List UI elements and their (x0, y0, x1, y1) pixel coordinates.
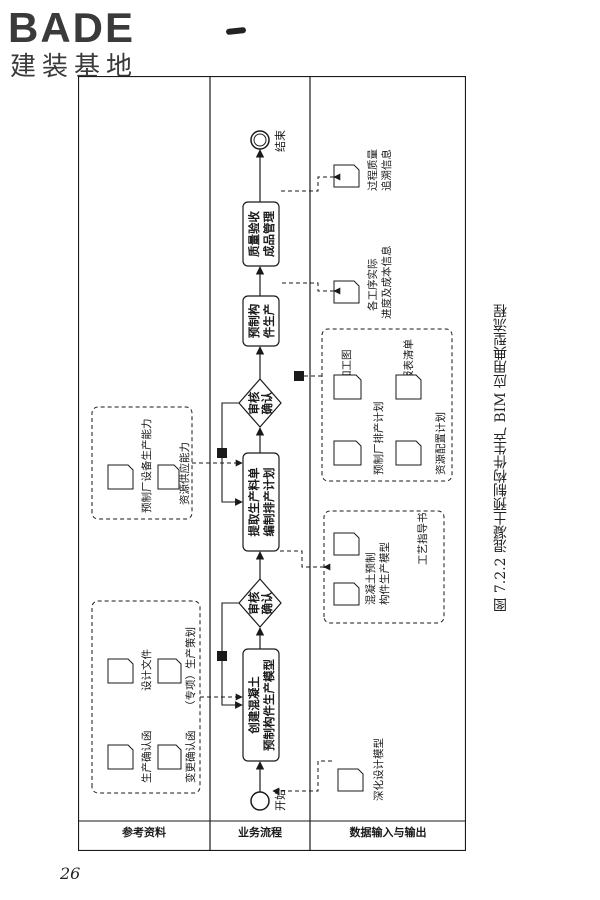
node-produce (242, 295, 280, 347)
node-extract-bom-line1: 提取生产料单 (247, 467, 261, 536)
page-number: 26 (60, 864, 81, 883)
lane-label-process: 业务流程 (238, 825, 282, 839)
data-progress-cost-line2: 进度及成本信息 (380, 246, 393, 320)
node-review-1-line1: 审核 (247, 591, 261, 614)
node-produce-line1: 预制构 (247, 303, 261, 338)
node-review-1 (238, 578, 282, 628)
doc-icon (333, 440, 362, 466)
data-deep-model: 深化设计模型 (372, 738, 385, 801)
ref-capacity: 预制厂设备生产能力 (140, 419, 153, 514)
doc-icon (333, 280, 360, 304)
doc-icon (395, 374, 422, 400)
data-quality-trace-line1: 过程质量 (366, 149, 379, 191)
data-schedule: 预制厂排产计划 (372, 402, 385, 476)
ref-change-letter: 变更确认函 (184, 731, 197, 784)
doc-icon (157, 744, 182, 770)
data-resource-plan: 资源配置计划 (434, 412, 447, 475)
ref-production-letter: 生产确认函 (140, 731, 153, 784)
node-extract-bom (242, 452, 280, 552)
node-quality (242, 201, 280, 267)
node-create-model-line2: 预制构件生产模型 (262, 659, 276, 751)
data-connector (280, 550, 331, 571)
data-connector (280, 282, 341, 295)
doc-icon (107, 658, 134, 684)
start-label: 开始 (273, 789, 287, 811)
node-quality-line1: 质量验收 (247, 211, 261, 257)
data-report-list: 报表清单 (402, 339, 415, 381)
start-node (250, 791, 270, 811)
doc-icon (395, 440, 422, 466)
lane-label-data: 数据输入与输出 (350, 825, 427, 839)
lane-label-references: 参考资料 (122, 825, 166, 839)
node-review-2 (238, 378, 282, 428)
doc-icon (333, 532, 360, 556)
data-production-model-line1: 混凝土预制 (364, 553, 377, 606)
end-label: 结束 (274, 130, 287, 152)
data-production-model-line2: 构件生产模型 (378, 542, 391, 605)
node-review-1-line2: 确认 (260, 591, 274, 614)
scan-mark (225, 26, 247, 36)
node-produce-line2: 件生产 (262, 304, 276, 339)
node-quality-line2: 成品管理 (262, 211, 276, 257)
data-progress-cost-line1: 各工序实际 (366, 259, 379, 312)
figure-caption: 图 7.2.2 混凝土预制构件生产 BIM 应用典型流程 (493, 304, 509, 612)
end-node-inner (253, 133, 267, 147)
ref-group-b (91, 406, 193, 520)
data-processing-drawing: 加工图 (341, 350, 353, 382)
data-quality-trace-line2: 追溯信息 (380, 149, 393, 191)
node-create-model (242, 648, 280, 762)
data-connector (272, 760, 332, 795)
doc-icon (333, 582, 360, 606)
data-group-plans (321, 328, 453, 482)
diagram-frame (78, 76, 466, 851)
data-process-guide: 工艺指导书 (416, 513, 429, 566)
data-connector (280, 173, 341, 192)
bim-flow-diagram: 参考资料 业务流程 数据输入与输出 开始 创建混凝土 预制构件生产模型 审核 确… (78, 76, 466, 851)
gateway-marker (294, 371, 304, 381)
node-create-model-line1: 创建混凝土 (247, 676, 261, 735)
node-review-2-line2: 确认 (260, 391, 274, 414)
gateway-marker (217, 448, 227, 458)
ref-special-plan: （专项）生产策划 (184, 627, 197, 711)
doc-icon (333, 164, 360, 188)
doc-icon (337, 768, 364, 792)
ref-design-file: 设计文件 (140, 649, 153, 691)
logo-wordmark: BADE (8, 4, 136, 51)
gateway-marker (217, 651, 227, 661)
doc-icon (107, 744, 134, 770)
ref-supply: 资源供应能力 (178, 442, 191, 505)
node-extract-bom-line2: 编制排产计划 (262, 468, 276, 537)
doc-icon (107, 464, 134, 490)
doc-icon (157, 658, 182, 684)
doc-icon (333, 374, 362, 400)
doc-icon (157, 464, 180, 490)
node-review-2-line1: 审核 (247, 391, 261, 414)
